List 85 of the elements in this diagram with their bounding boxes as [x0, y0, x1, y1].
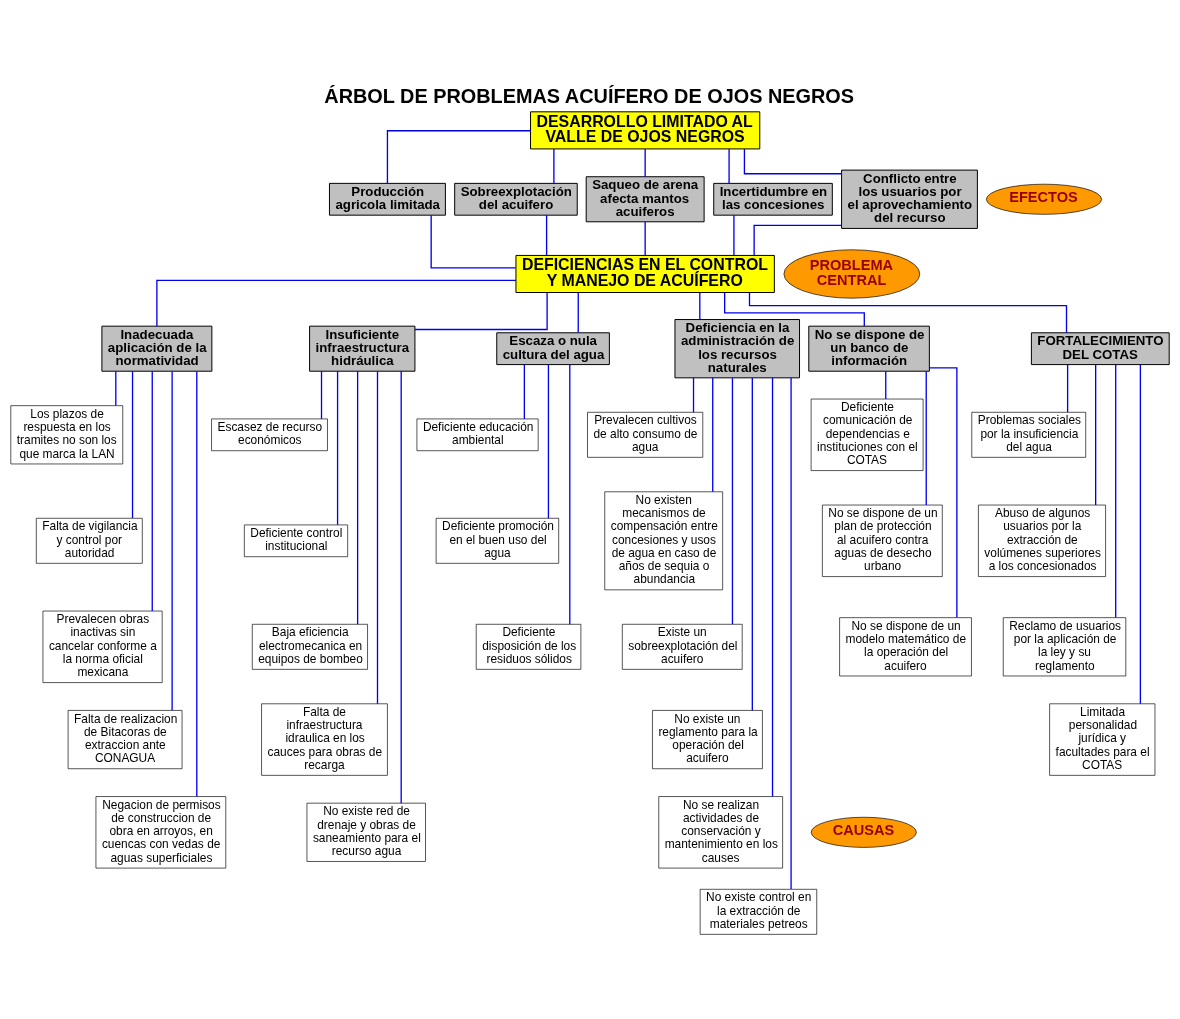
- connector: [171, 370, 173, 711]
- connector: [724, 291, 865, 327]
- connector: [692, 377, 695, 413]
- connector: [771, 377, 774, 798]
- connector: [644, 221, 646, 256]
- connector: [728, 148, 730, 184]
- node-box: No se realizan actividades de conservación y mantenimiento en los causes: [658, 796, 783, 869]
- node-box: Baja eficiencia electromecanica en equipos de bombeo: [251, 623, 368, 670]
- node-box: Incertidumbre en las concesiones: [713, 182, 833, 216]
- node-box: No existe control en la extracción de materiales petreos: [699, 888, 818, 935]
- node-box: Escaza o nula cultura del agua: [496, 332, 610, 366]
- node-ellipse: CAUSAS: [810, 816, 917, 848]
- node-box: Problemas sociales por la insuficiencia del agua: [971, 411, 1087, 458]
- connector: [1095, 364, 1097, 506]
- node-ellipse: PROBLEMA CENTRAL: [783, 249, 921, 299]
- node-box: Reclamo de usuarios por la aplicación de la ley y su reglamento: [1002, 617, 1127, 677]
- node-box: Escasez de recurso económicos: [211, 418, 328, 452]
- connector: [731, 377, 734, 625]
- node-box: Existe un sobreexplotación del acuifero: [621, 623, 743, 670]
- connector: [743, 148, 843, 175]
- node-box: No se dispone de un plan de protección al acuifero contra aguas de desecho urbano: [822, 504, 943, 577]
- node-box: DEFICIENCIAS EN EL CONTROL Y MANEJO DE ACUÍFERO: [515, 254, 775, 294]
- connector: [885, 370, 887, 400]
- connector: [547, 364, 550, 519]
- node-box: No se dispone de un banco de información: [808, 325, 930, 372]
- node-box: Conflicto entre los usuarios por el aprovechamiento del recurso: [841, 169, 978, 229]
- connector: [553, 148, 555, 184]
- node-box: Deficiencia en la administración de los recursos naturales: [674, 319, 800, 379]
- node-box: FORTALECIMIENTO DEL COTAS: [1030, 332, 1170, 366]
- node-box: Prevalecen obras inactivas sin cancelar conforme a la norma oficial mexicana: [42, 610, 163, 683]
- node-box: Deficiente educación ambiental: [416, 418, 539, 452]
- node-box: Sobreexplotación del acuifero: [454, 182, 578, 216]
- node-box: Falta de realizacion de Bitacoras de extraccion ante CONAGUA: [67, 710, 183, 770]
- node-box: Producción agricola limitada: [328, 182, 446, 216]
- connector: [414, 292, 548, 331]
- connector: [1066, 364, 1069, 413]
- connector: [196, 370, 198, 798]
- connector: [751, 377, 753, 712]
- node-box: Falta de vigilancia y control por autoridad: [35, 517, 143, 564]
- connector: [356, 370, 359, 625]
- node-box: Prevalecen cultivos de alto consumo de agua: [587, 411, 704, 458]
- node-box: Deficiente comunicación de dependencias e instituciones con el COTAS: [810, 398, 924, 471]
- connector: [336, 370, 339, 526]
- node-box: Deficiente disposición de los residuos sólidos: [475, 623, 582, 670]
- node-box: No existe red de drenaje y obras de saneamiento para el recurso agua: [306, 802, 426, 862]
- connector: [523, 364, 526, 420]
- connector: [748, 291, 1068, 334]
- node-ellipse: EFECTOS: [986, 183, 1102, 215]
- node-box: Negacion de permisos de construccion de obra en arroyos, en cuencas con vedas de aguas superficiales: [95, 796, 227, 869]
- connector: [928, 367, 958, 619]
- connector: [925, 370, 927, 506]
- connector: [545, 214, 548, 256]
- connector: [753, 224, 843, 257]
- connector: [1115, 364, 1117, 619]
- node-box: Deficiente promoción en el buen uso del agua: [435, 517, 560, 564]
- node-box: Inadecuada aplicación de la normatividad: [101, 325, 213, 372]
- node-box: Falta de infraestructura idraulica en los cauces para obras de recarga: [261, 703, 388, 776]
- connector: [115, 370, 117, 407]
- node-box: Los plazos de respuesta en los tramites no son los que marca la LAN: [10, 405, 124, 465]
- connector: [712, 377, 714, 493]
- connector: [131, 370, 134, 519]
- node-box: No se dispone de un modelo matemático de la operación del acuifero: [839, 617, 972, 677]
- connector: [1139, 364, 1142, 705]
- connector: [569, 364, 571, 625]
- connector: [156, 279, 517, 327]
- node-box: Insuficiente infraestructura hidráulica: [309, 325, 416, 372]
- connector: [400, 370, 402, 804]
- diagram-title: ÁRBOL DE PROBLEMAS ACUÍFERO DE OJOS NEGROS: [324, 84, 854, 107]
- connector: [320, 370, 323, 420]
- connector: [430, 214, 517, 269]
- node-box: Saqueo de arena afecta mantos acuiferos: [585, 176, 705, 223]
- connector: [733, 214, 735, 256]
- connector: [699, 291, 701, 321]
- node-box: No existe un reglamento para la operación del acuifero: [652, 710, 763, 770]
- node-box: Deficiente control institucional: [244, 524, 348, 558]
- node-box: DESARROLLO LIMITADO AL VALLE DE OJOS NEGROS: [530, 111, 761, 150]
- connector: [644, 148, 646, 178]
- node-box: No existen mecanismos de compensación entre concesiones y usos de agua en caso de años de sequia o abundancia: [604, 491, 723, 591]
- connector: [151, 370, 153, 612]
- connector: [790, 377, 792, 890]
- connector: [577, 291, 579, 334]
- connector: [386, 130, 532, 184]
- node-box: Abuso de algunos usuarios por la extracción de volúmenes superiores a los concesionados: [978, 504, 1106, 577]
- node-box: Limitada personalidad jurídica y facultades para el COTAS: [1049, 703, 1156, 776]
- connector: [376, 370, 379, 705]
